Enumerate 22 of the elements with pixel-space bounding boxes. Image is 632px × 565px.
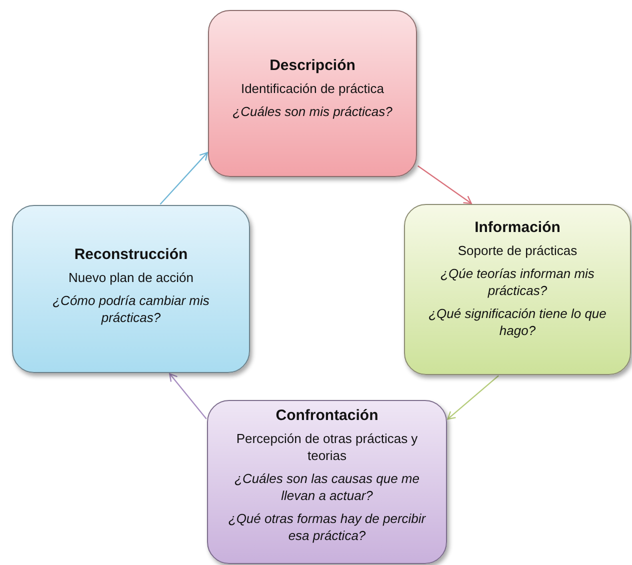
arrow: [160, 152, 208, 205]
process-box: [12, 205, 250, 373]
box-heading: Confrontación: [276, 407, 378, 424]
arrow: [447, 375, 499, 420]
box-question: ¿Cuáles son las causas que me llevan a actuar?: [234, 470, 420, 504]
box-description: Nuevo plan de acción: [68, 269, 194, 286]
box-description: Soporte de prácticas: [458, 242, 578, 259]
box-question: ¿Cómo podría cambiar mis prácticas?: [52, 292, 210, 326]
process-box: [207, 400, 447, 564]
box-heading: Reconstrucción: [74, 246, 188, 263]
box-description: Percepción de otras prácticas y teorias: [235, 430, 419, 464]
arrow: [417, 165, 472, 204]
process-box: [404, 204, 631, 375]
box-heading: Información: [474, 219, 560, 236]
box-question: ¿Qúe teorías informan mis prácticas?: [440, 265, 596, 299]
process-box: [208, 10, 417, 177]
box-description: Identificación de práctica: [240, 80, 384, 97]
arrow: [169, 373, 207, 420]
box-question: ¿Qué significación tiene lo que hago?: [428, 305, 608, 339]
box-question: ¿Qué otras formas hay de percibir esa práctica?: [227, 510, 427, 544]
box-question: ¿Cuáles son mis prácticas?: [232, 103, 392, 120]
box-heading: Descripción: [270, 57, 356, 74]
